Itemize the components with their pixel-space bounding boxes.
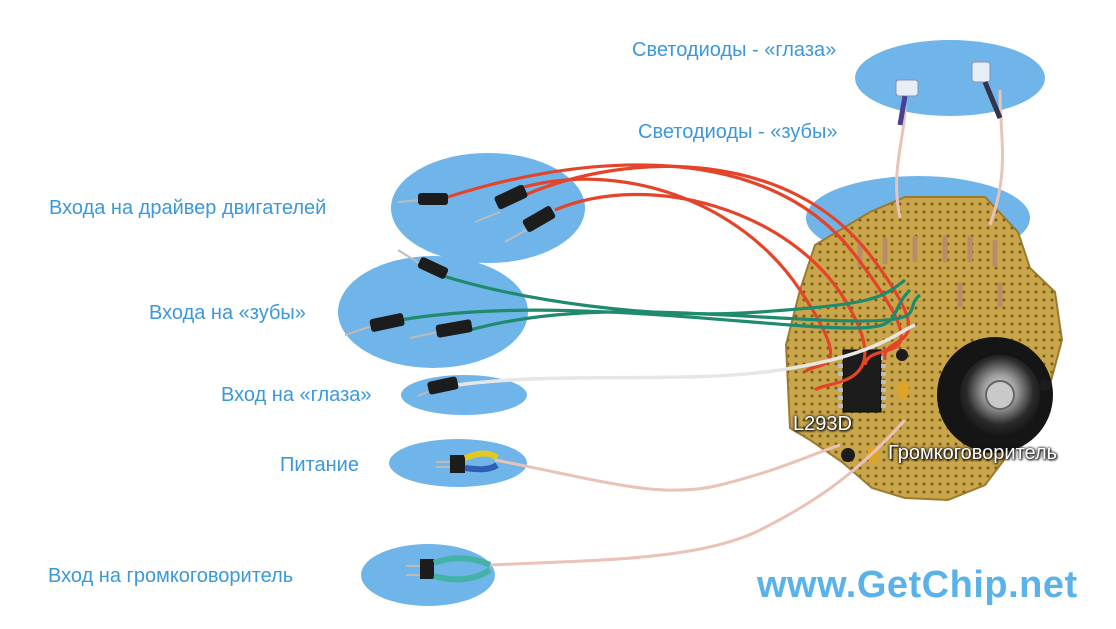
speaker-label: Громкоговоритель	[888, 442, 1058, 464]
chip-label: L293D	[793, 413, 852, 435]
speaker-component	[937, 337, 1053, 453]
eyes-input-label: Вход на «глаза»	[221, 384, 372, 406]
power-label: Питание	[280, 454, 359, 476]
pin-connectors	[344, 184, 556, 583]
red-wires	[444, 163, 911, 392]
motor-driver-inputs-label: Входа на драйвер двигателей	[49, 197, 327, 219]
l293d-chip	[838, 349, 886, 413]
motor-driver-inputs-highlight	[391, 153, 585, 263]
eyes-leds-highlight	[855, 40, 1045, 116]
white-wire	[449, 323, 916, 388]
teeth-inputs-highlight	[338, 256, 528, 368]
led-eyes	[895, 61, 1003, 126]
site-watermark: www.GetChip.net	[757, 564, 1078, 606]
teeth-inputs-label: Входа на «зубы»	[149, 302, 306, 324]
teeth-leds-label: Светодиоды - «зубы»	[638, 121, 838, 143]
pink-wires	[489, 89, 1004, 567]
speaker-input-label: Вход на громкоговоритель	[48, 565, 294, 587]
eyes-leds-label: Светодиоды - «глаза»	[632, 39, 837, 61]
board-resistors	[857, 235, 1003, 308]
green-wires	[399, 273, 922, 332]
